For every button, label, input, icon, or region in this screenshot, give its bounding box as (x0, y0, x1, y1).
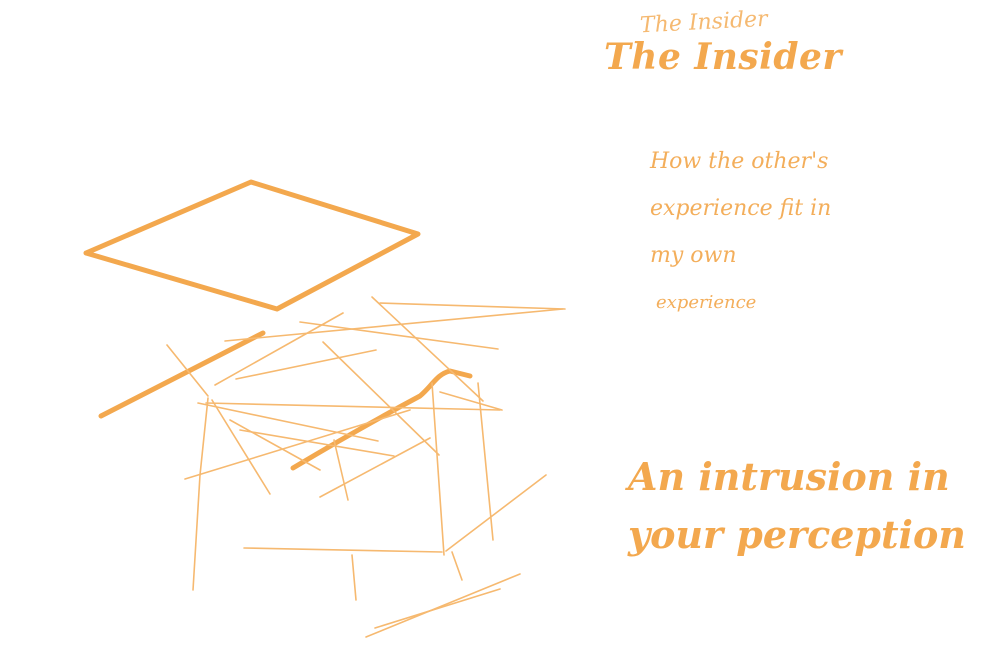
note-line: my own (650, 232, 910, 279)
handwritten-note: How the other's experience fit in my own… (650, 138, 910, 326)
note-line: experience (650, 279, 910, 326)
sketch-title: The Insider (604, 36, 842, 78)
tagline-line: your perception (628, 506, 968, 564)
scribbled-box-lines (167, 297, 565, 637)
tagline: An intrusion in your perception (628, 448, 968, 564)
tagline-line: An intrusion in (628, 448, 968, 506)
note-line: How the other's (650, 138, 910, 185)
note-line: experience fit in (650, 185, 910, 232)
floating-plane-outline (86, 182, 418, 309)
